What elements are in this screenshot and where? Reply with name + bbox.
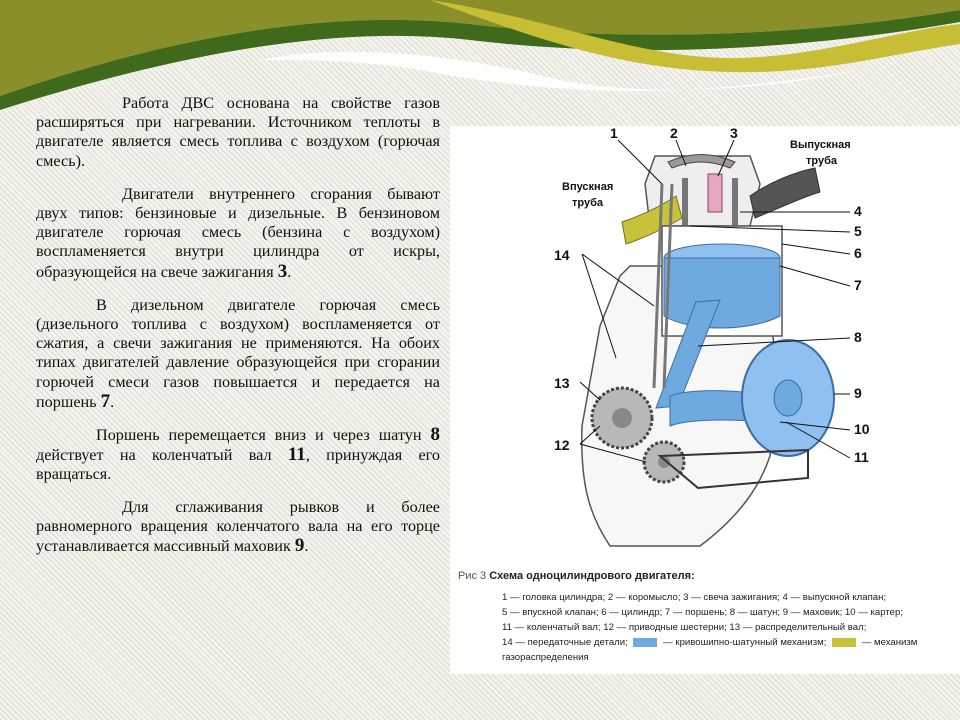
callout-12: 12 (554, 437, 570, 453)
legend-line: 1 — головка цилиндра; 2 — коромысло; 3 —… (502, 592, 887, 603)
legend-line: 11 — коленчатый вал; 12 — приводные шест… (502, 622, 867, 633)
outlet-label: труба (806, 155, 838, 167)
main-text: Работа ДВС основана на свойстве газов ра… (36, 94, 440, 569)
callout-11: 11 (854, 449, 869, 465)
pushrod (662, 183, 674, 389)
callout-4: 4 (854, 203, 862, 219)
camshaft-gear-hub (612, 408, 632, 428)
spark-plug (707, 173, 723, 213)
banner-yellow-wave (430, 0, 960, 73)
outlet-label: Выпускная (790, 139, 851, 151)
inlet-label: труба (572, 197, 604, 209)
crank-gear-hub (658, 456, 670, 468)
ref-number: 3 (277, 260, 288, 282)
intake-valve (682, 178, 688, 230)
legend-line: 14 — передаточные детали; — кривошипно-ш… (502, 637, 918, 648)
ref-number: 8 (430, 424, 441, 446)
paragraph-2: Двигатели внутреннего сгорания бывают дв… (36, 184, 440, 282)
callout-9: 9 (854, 385, 862, 401)
legend-line: 5 — впускной клапан; 6 — цилиндр; 7 — по… (502, 607, 904, 618)
ref-number: 7 (100, 390, 111, 412)
ref-number: 9 (294, 535, 305, 557)
callout-1: 1 (610, 126, 618, 141)
ref-number: 11 (287, 444, 306, 466)
banner-white-wave (260, 51, 860, 92)
paragraph-3: В дизельном двигателе горючая смесь (диз… (36, 295, 440, 412)
flywheel-hub (773, 379, 803, 417)
exhaust-valve (732, 178, 738, 230)
callout-3: 3 (730, 126, 738, 141)
legend-line: газораспределения (502, 652, 589, 663)
callout-10: 10 (854, 421, 870, 437)
decorative-banner (0, 0, 960, 110)
callout-6: 6 (854, 245, 862, 261)
callout-14: 14 (554, 247, 570, 263)
pushrod (652, 183, 664, 389)
banner-green-wave (0, 10, 960, 110)
crankcase (657, 448, 809, 490)
callout-7: 7 (854, 277, 862, 293)
piston (663, 257, 781, 329)
engine-figure: Впускная труба Выпускная труба 1 2 3 4 (450, 126, 960, 674)
banner-olive-band (0, 0, 960, 96)
leader-lines (579, 139, 851, 463)
callout-5: 5 (854, 223, 862, 239)
callout-2: 2 (670, 126, 678, 141)
callout-13: 13 (554, 375, 570, 391)
paragraph-4: Поршень перемещается вниз и через шатун … (36, 424, 441, 484)
exhaust-pipe (749, 167, 821, 219)
figure-caption: Рис 3 Схема одноцилиндрового двигателя: … (458, 570, 958, 665)
paragraph-5: Для сглаживания рывков и более равномерн… (36, 497, 440, 557)
callout-8: 8 (854, 329, 862, 345)
inlet-label: Впускная (562, 181, 613, 193)
blue-swatch (633, 637, 658, 647)
yellow-swatch (832, 637, 857, 647)
engine-diagram: Впускная труба Выпускная труба 1 2 3 4 (554, 126, 870, 547)
intake-pipe (621, 195, 683, 245)
paragraph-1: Работа ДВС основана на свойстве газов ра… (36, 94, 440, 170)
caption-title: Рис 3 Схема одноцилиндрового двигателя: (458, 570, 695, 582)
